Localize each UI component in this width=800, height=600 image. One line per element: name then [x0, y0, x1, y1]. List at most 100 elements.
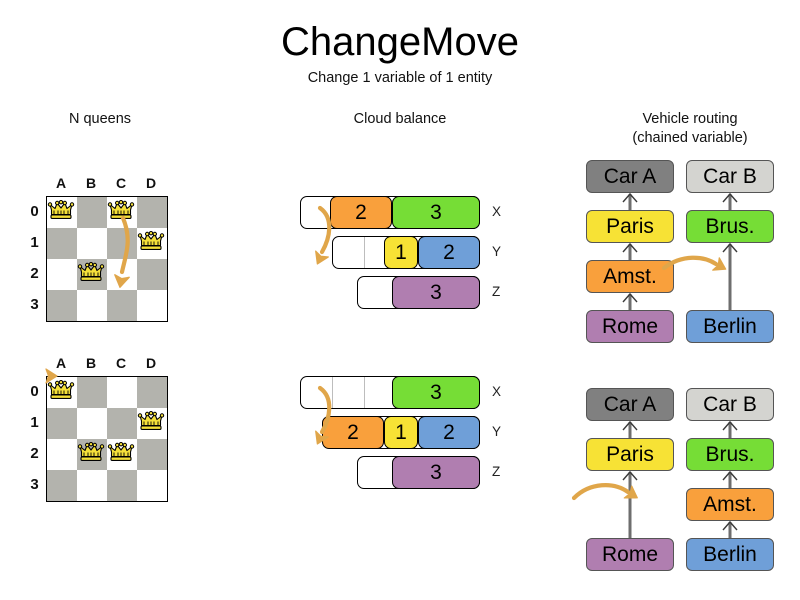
queen-icon[interactable]: [76, 438, 106, 469]
chain-link-arrow-icon: [622, 192, 638, 210]
cloud-process-2[interactable]: 2: [322, 416, 384, 449]
file-label-d: D: [145, 355, 157, 371]
chain-link-arrow-icon: [622, 470, 638, 538]
vrp-node-rome[interactable]: Rome: [586, 538, 674, 571]
computer-label-z: Z: [492, 284, 501, 299]
rank-label-3: 3: [30, 296, 39, 313]
curved-move-arrow-icon: [315, 385, 332, 445]
vrp-node-amst[interactable]: Amst.: [686, 488, 774, 521]
curved-move-arrow-icon: [661, 255, 727, 271]
chain-link-arrow-icon: [622, 292, 638, 310]
queen-icon[interactable]: [136, 227, 166, 258]
panel-heading-vehicle-routing: Vehicle routing (chained variable): [590, 110, 790, 148]
chess-cell-d0[interactable]: [137, 377, 167, 408]
cloud-process-3[interactable]: 3: [392, 196, 480, 229]
queen-icon[interactable]: [106, 196, 136, 227]
vrp-node-paris[interactable]: Paris: [586, 438, 674, 471]
curved-move-arrow-icon: [571, 483, 638, 501]
chain-link-arrow-icon: [622, 242, 638, 260]
chain-link-arrow-icon: [722, 192, 738, 210]
panel-heading-nqueens: N queens: [68, 111, 132, 127]
rank-label-1: 1: [30, 414, 39, 431]
chess-cell-a2[interactable]: [47, 439, 77, 470]
cloud-process-2[interactable]: 2: [330, 196, 392, 229]
vrp-node-berlin[interactable]: Berlin: [686, 310, 774, 343]
chess-cell-d2[interactable]: [137, 259, 167, 290]
rank-label-3: 3: [30, 476, 39, 493]
vrp-node-cara[interactable]: Car A: [586, 160, 674, 193]
file-label-b: B: [85, 355, 97, 371]
chess-cell-d3[interactable]: [137, 470, 167, 501]
page-subtitle: Change 1 variable of 1 entity: [307, 70, 493, 86]
vrp-node-berlin[interactable]: Berlin: [686, 538, 774, 571]
chess-cell-c3[interactable]: [107, 470, 137, 501]
file-label-c: C: [115, 355, 127, 371]
cloud-process-3[interactable]: 3: [392, 456, 480, 489]
capacity-tick: [364, 377, 365, 408]
chess-cell-b3[interactable]: [77, 290, 107, 321]
queen-icon[interactable]: [76, 258, 106, 289]
computer-label-z: Z: [492, 464, 501, 479]
chess-cell-b0[interactable]: [77, 197, 107, 228]
chain-link-arrow-icon: [722, 470, 738, 488]
cloud-computer-row-z: 3: [357, 276, 480, 309]
vrp-node-amst[interactable]: Amst.: [586, 260, 674, 293]
chain-link-arrow-icon: [622, 420, 638, 438]
chess-cell-c1[interactable]: [107, 228, 137, 259]
chess-cell-b1[interactable]: [77, 228, 107, 259]
chess-cell-d0[interactable]: [137, 197, 167, 228]
vrp-node-brus[interactable]: Brus.: [686, 210, 774, 243]
vrp-node-rome[interactable]: Rome: [586, 310, 674, 343]
rank-label-2: 2: [30, 265, 39, 282]
vrp-node-cara[interactable]: Car A: [586, 388, 674, 421]
cloud-process-2[interactable]: 2: [418, 236, 480, 269]
cloud-process-3[interactable]: 3: [392, 376, 480, 409]
computer-label-y: Y: [492, 424, 502, 439]
vrp-node-carb[interactable]: Car B: [686, 388, 774, 421]
cloud-process-3[interactable]: 3: [392, 276, 480, 309]
chess-cell-a1[interactable]: [47, 228, 77, 259]
panel-heading-cloud-balance: Cloud balance: [353, 111, 447, 127]
curved-move-arrow-icon: [315, 205, 332, 265]
queen-icon[interactable]: [136, 407, 166, 438]
queen-icon[interactable]: [46, 376, 76, 407]
chess-cell-a3[interactable]: [47, 470, 77, 501]
file-label-a: A: [55, 355, 67, 371]
chess-cell-c1[interactable]: [107, 408, 137, 439]
capacity-tick: [364, 237, 365, 268]
chess-cell-b3[interactable]: [77, 470, 107, 501]
rank-label-1: 1: [30, 234, 39, 251]
file-label-a: A: [55, 175, 67, 191]
chess-cell-a1[interactable]: [47, 408, 77, 439]
computer-label-y: Y: [492, 244, 502, 259]
chess-cell-d3[interactable]: [137, 290, 167, 321]
vrp-node-carb[interactable]: Car B: [686, 160, 774, 193]
cloud-computer-row-z: 3: [357, 456, 480, 489]
cloud-process-1[interactable]: 1: [384, 416, 418, 449]
chess-cell-b1[interactable]: [77, 408, 107, 439]
rank-label-0: 0: [30, 203, 39, 220]
chess-cell-d2[interactable]: [137, 439, 167, 470]
queen-icon[interactable]: [106, 438, 136, 469]
chain-link-arrow-icon: [722, 420, 738, 438]
queen-icon[interactable]: [46, 196, 76, 227]
chess-cell-b0[interactable]: [77, 377, 107, 408]
cloud-process-2[interactable]: 2: [418, 416, 480, 449]
chain-link-arrow-icon: [722, 520, 738, 538]
vrp-node-brus[interactable]: Brus.: [686, 438, 774, 471]
chess-cell-a2[interactable]: [47, 259, 77, 290]
chess-cell-a3[interactable]: [47, 290, 77, 321]
vrp-node-paris[interactable]: Paris: [586, 210, 674, 243]
page-title: ChangeMove: [281, 20, 519, 64]
chess-cell-c3[interactable]: [107, 290, 137, 321]
file-label-c: C: [115, 175, 127, 191]
vrp-heading-line-1: Vehicle routing: [642, 111, 738, 127]
chain-link-arrow-icon: [722, 242, 738, 310]
vrp-heading-line-2: (chained variable): [632, 130, 748, 146]
cloud-process-1[interactable]: 1: [384, 236, 418, 269]
chess-cell-c0[interactable]: [107, 377, 137, 408]
